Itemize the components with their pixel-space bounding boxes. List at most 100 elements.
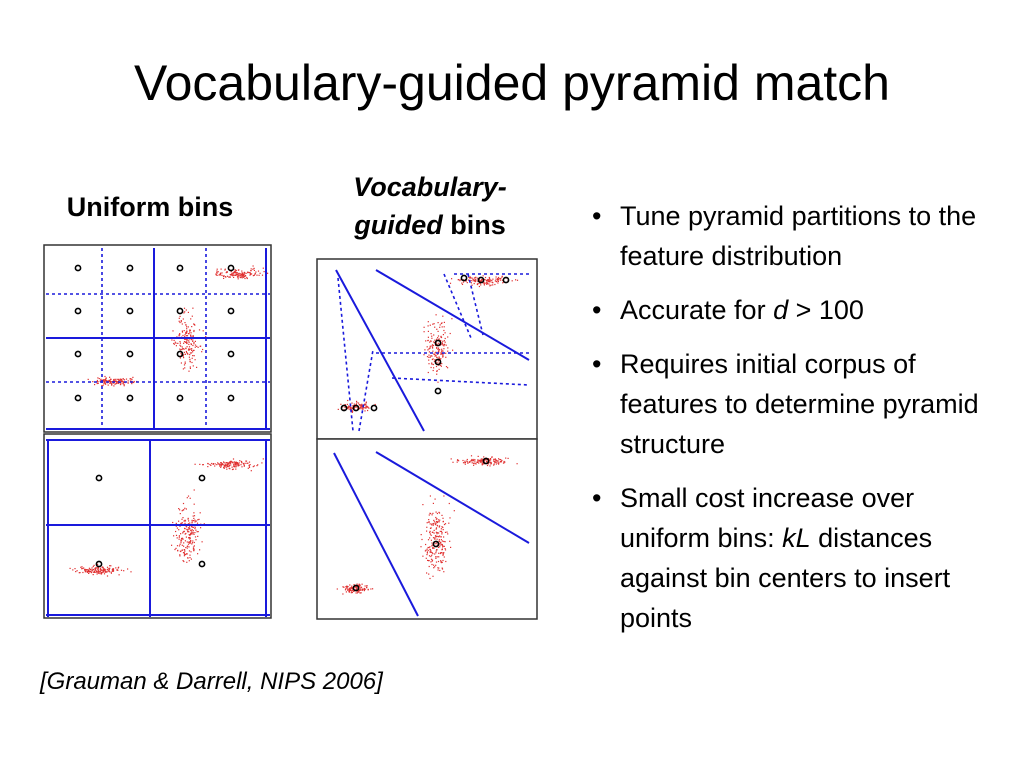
scatter-point [189,331,191,333]
scatter-point [97,572,100,574]
scatter-point [79,572,81,574]
bin-center-marker [198,474,206,482]
bullet-text: d [773,295,789,325]
scatter-point [350,406,352,408]
scatter-point [199,512,201,514]
bin-center-marker [434,387,442,395]
scatter-point [228,462,230,464]
scatter-point [440,530,443,532]
scatter-point [191,519,193,521]
scatter-point [119,378,121,380]
scatter-point [494,458,496,460]
scatter-point [110,378,112,380]
scatter-point [186,342,188,344]
scatter-point [175,342,177,344]
scatter-point [453,510,455,512]
scatter-point [122,381,124,383]
scatter-point [490,284,492,286]
scatter-point [185,553,187,555]
scatter-point [193,329,195,332]
bin-center-marker [198,560,206,568]
partition-line-dashed [358,349,374,432]
scatter-point [131,378,133,380]
scatter-point [440,543,442,545]
scatter-point [207,463,209,465]
scatter-point [191,531,193,533]
scatter-point [216,270,218,272]
scatter-point [191,532,193,534]
scatter-point [123,384,125,386]
scatter-point [464,462,466,464]
scatter-point [447,347,449,349]
scatter-point [440,365,442,367]
scatter-point [234,465,236,467]
scatter-point [189,361,191,363]
scatter-point [187,517,189,519]
scatter-point [220,466,222,468]
scatter-point [498,462,500,464]
scatter-point [233,271,236,273]
scatter-point [428,555,431,557]
scatter-point [467,462,469,464]
scatter-point [354,586,356,588]
scatter-point [191,357,193,359]
scatter-point [116,382,118,384]
scatter-point [103,569,105,571]
scatter-point [222,275,225,277]
scatter-point [106,575,109,577]
scatter-point [348,406,350,408]
scatter-point [247,462,249,464]
scatter-point [443,540,445,543]
scatter-point [119,379,121,381]
scatter-point [427,340,429,342]
scatter-point [179,348,181,350]
scatter-point [233,274,235,276]
scatter-point [180,539,182,541]
scatter-point [432,363,434,366]
scatter-point [448,522,450,524]
scatter-point [344,406,346,408]
scatter-point [474,459,476,461]
scatter-point [106,380,108,382]
scatter-point [364,585,366,587]
scatter-point [184,507,186,509]
scatter-point [96,570,98,572]
scatter-point [490,459,492,461]
bullet-dot-icon: • [592,349,602,379]
scatter-point [237,278,239,280]
scatter-point [442,521,444,523]
scatter-point [490,279,492,281]
scatter-point [252,466,254,468]
scatter-point [180,320,182,322]
scatter-point [173,339,175,341]
scatter-point [361,583,363,585]
scatter-point [483,284,485,286]
bin-center-marker [340,404,348,412]
scatter-point [182,509,184,511]
scatter-point [365,406,367,408]
scatter-point [205,336,207,338]
scatter-point [233,463,235,465]
scatter-point [462,462,465,464]
scatter-point [469,277,471,279]
scatter-point [478,285,480,288]
scatter-point [477,459,479,461]
scatter-point [182,355,184,357]
scatter-point [179,525,181,527]
scatter-point [476,277,478,279]
scatter-point [438,526,440,528]
scatter-point [184,311,186,313]
scatter-point [436,518,438,520]
bin-center-marker [176,307,184,315]
scatter-point [209,463,211,466]
scatter-point [426,554,428,556]
scatter-point [440,562,443,564]
scatter-point [175,530,177,533]
scatter-point [254,272,256,274]
scatter-point [175,345,177,347]
scatter-point [361,588,364,590]
scatter-point [436,347,438,349]
scatter-point [257,464,259,466]
scatter-point [431,524,433,526]
scatter-point [194,527,196,530]
